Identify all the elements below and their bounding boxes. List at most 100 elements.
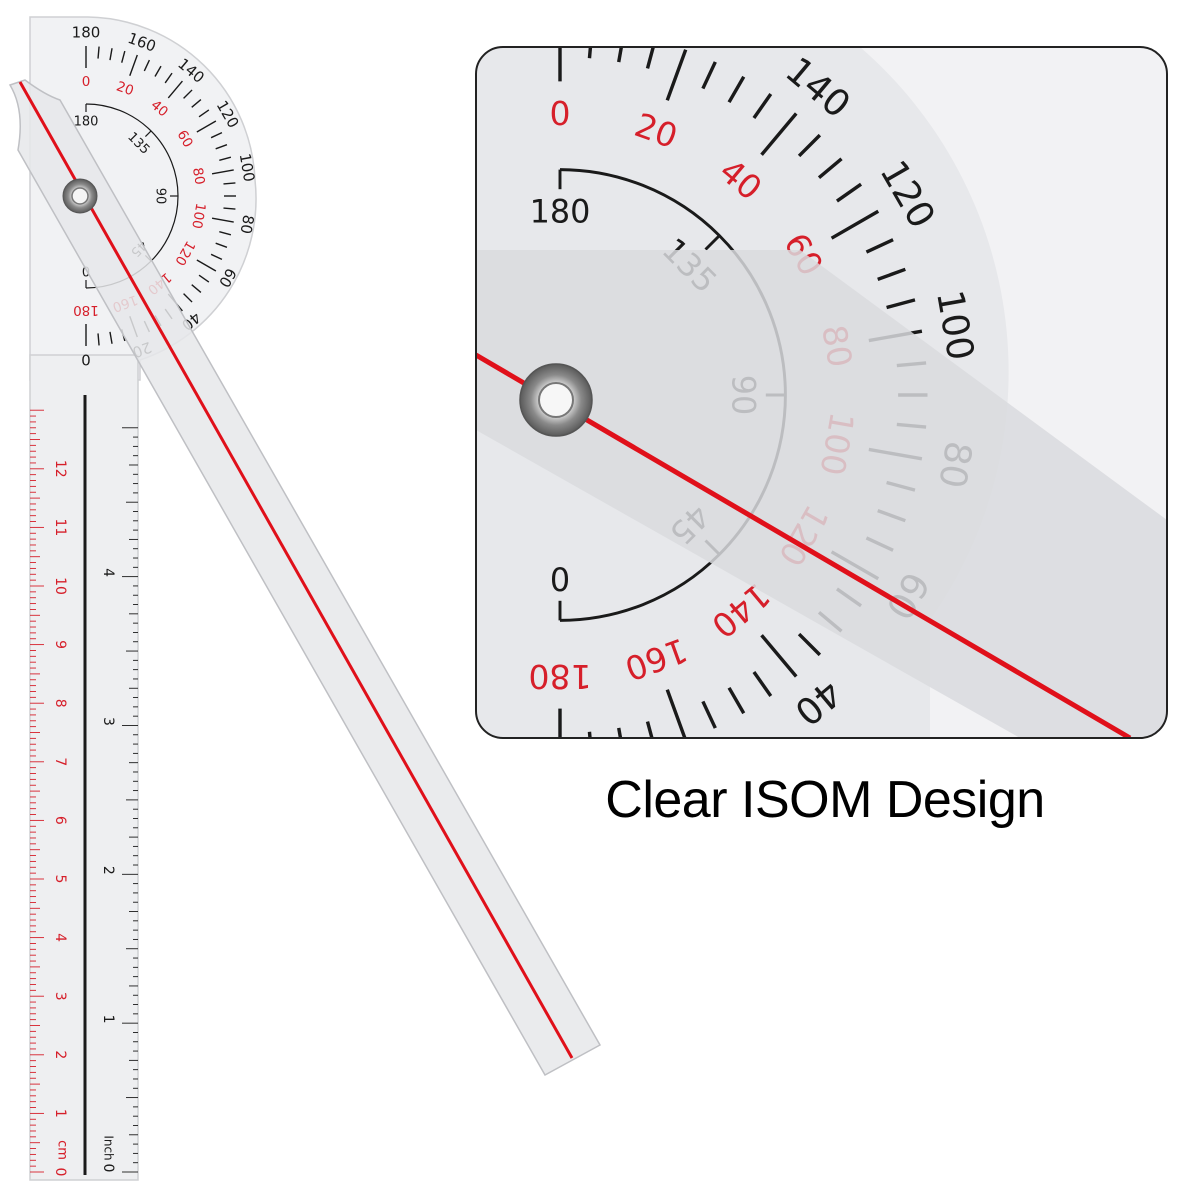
cm-label: 6	[52, 816, 68, 825]
scale-tick	[196, 259, 217, 272]
scale-tick	[154, 65, 162, 77]
scale-tick	[886, 298, 916, 310]
scale-tick	[701, 61, 717, 90]
inch-label: 2	[100, 866, 116, 875]
cm-label: 0	[52, 1168, 68, 1177]
scale-tick	[865, 238, 894, 254]
pivot-rivet	[62, 178, 98, 214]
scale-tick	[797, 632, 822, 657]
scale-tick	[797, 133, 822, 158]
scale-tick	[183, 89, 193, 99]
inner-label: 0	[550, 559, 570, 597]
scale-tick	[727, 75, 746, 104]
outer-red-label: 0	[82, 74, 91, 90]
inner-tick	[704, 234, 721, 251]
inch-label: 4	[100, 568, 116, 577]
scale-tick	[191, 284, 202, 293]
moving-arm	[8, 79, 602, 1077]
cm-unit-label: cm	[55, 1140, 70, 1160]
scale-tick	[645, 721, 657, 738]
cm-label: 12	[52, 460, 68, 478]
scale-tick	[198, 274, 210, 283]
outer-black-label: 80	[236, 213, 257, 235]
scale-tick	[587, 731, 594, 738]
cm-label: 1	[52, 1109, 68, 1118]
scale-tick	[191, 99, 202, 108]
scale-tick	[121, 50, 126, 63]
scale-tick	[167, 80, 183, 99]
zoom-inset: 1801601401201008060402000204060801001201…	[476, 0, 1167, 738]
caption-text: Clear ISOM Design	[605, 771, 1045, 829]
cm-label: 8	[52, 699, 68, 708]
inner-label: 90	[153, 188, 168, 205]
scale-tick	[164, 72, 173, 84]
scale-tick	[210, 131, 223, 139]
cm-label: 2	[52, 1050, 68, 1059]
outer-black-label: 160	[657, 0, 738, 50]
scale-tick	[587, 47, 594, 59]
scale-tick	[760, 112, 798, 156]
moving-arm-red-line	[18, 81, 574, 1059]
outer-red-label: 60	[174, 128, 196, 151]
scale-tick	[97, 46, 100, 59]
scale-tick	[109, 48, 113, 61]
scale-tick	[109, 331, 113, 344]
scale-tick	[223, 182, 236, 185]
outer-red-label: 0	[549, 94, 570, 133]
scale-tick	[198, 109, 210, 118]
scale-tick	[877, 267, 906, 281]
inset-moving-arm	[476, 250, 1167, 738]
scale-tick	[830, 209, 880, 240]
inner-tick	[144, 130, 152, 138]
outer-red-label: 100	[188, 202, 208, 230]
scale-tick	[835, 182, 863, 203]
scale-tick	[727, 686, 746, 715]
scale-tick	[210, 253, 223, 261]
inner-label: 180	[530, 193, 591, 231]
outer-red-label: 180	[528, 657, 591, 696]
cm-label: 9	[52, 640, 68, 649]
scale-tick	[211, 169, 234, 175]
cm-label: 5	[52, 875, 68, 884]
scale-tick	[219, 231, 232, 236]
inch-unit-label: Inch	[102, 1135, 116, 1160]
scale-tick	[645, 47, 657, 69]
scale-tick	[183, 293, 193, 303]
scale-tick	[223, 207, 236, 210]
outer-red-label: 180	[73, 302, 99, 318]
cm-label: 11	[52, 518, 68, 536]
scale-tick	[196, 120, 217, 133]
inset-rivet	[519, 363, 593, 437]
inch-label: 3	[100, 717, 116, 726]
outer-black-label: 180	[72, 24, 101, 42]
scale-tick	[701, 700, 717, 729]
outer-black-label: 0	[81, 351, 91, 369]
scale-tick	[760, 634, 798, 678]
cm-label: 3	[52, 992, 68, 1001]
outer-black-label: 100	[236, 152, 259, 183]
inner-label: 180	[74, 115, 99, 130]
scale-tick	[665, 689, 688, 738]
scale-tick	[129, 54, 138, 76]
cm-label: 4	[52, 933, 68, 942]
scale-tick	[211, 217, 234, 223]
scale-tick	[143, 59, 151, 72]
outer-black-label: 180	[525, 0, 595, 15]
scale-tick	[665, 49, 688, 101]
scale-tick	[97, 333, 100, 346]
inch-label: 0	[100, 1164, 116, 1173]
scale-tick	[617, 727, 626, 738]
scale-tick	[219, 156, 232, 161]
scale-tick	[752, 92, 773, 120]
cm-label: 7	[52, 757, 68, 766]
outer-red-label: 20	[114, 78, 136, 99]
scale-tick	[752, 670, 773, 698]
inch-label: 1	[100, 1015, 116, 1024]
outer-red-label: 80	[189, 166, 208, 186]
cm-label: 10	[52, 577, 68, 595]
scale-tick	[817, 157, 843, 179]
scale-tick	[215, 242, 228, 248]
